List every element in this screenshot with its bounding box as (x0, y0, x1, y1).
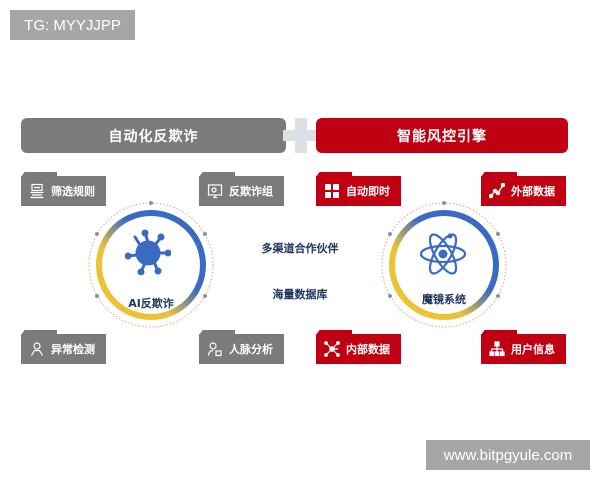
circle-label: AI反欺诈 (128, 297, 174, 310)
rules-icon (29, 183, 45, 199)
plus-icon (283, 118, 319, 153)
puzzle-icon (324, 183, 340, 199)
circle-label: 魔镜系统 (422, 293, 466, 306)
tag-label: 外部数据 (511, 185, 555, 198)
tag-label: 反欺诈组 (229, 185, 273, 198)
center-text-partners: 多渠道合作伙伴 (261, 242, 339, 255)
tag-label: 人脉分析 (229, 343, 273, 356)
tag-label: 内部数据 (346, 343, 390, 356)
tag-anti-fraud-group: 反欺诈组 (199, 176, 284, 206)
tag-user-info: 用户信息 (481, 334, 566, 364)
tag-filter-rules: 筛选规则 (21, 176, 106, 206)
center-text-database: 海量数据库 (272, 288, 328, 301)
virus-network-icon (125, 229, 171, 275)
magic-mirror-circle: 魔镜系统 (378, 199, 510, 331)
tag-auto-realtime: 自动即时 (316, 176, 401, 206)
tag-label: 筛选规则 (51, 185, 95, 198)
org-chart-icon (489, 341, 505, 357)
tag-label: 自动即时 (346, 185, 390, 198)
ai-anti-fraud-circle: AI反欺诈 (85, 199, 217, 331)
tag-anomaly-detection: 异常检测 (21, 334, 106, 364)
person-lock-icon (207, 341, 223, 357)
tag-internal-data: 内部数据 (316, 334, 401, 364)
tag-network-analysis: 人脉分析 (199, 334, 284, 364)
person-detect-icon (29, 341, 45, 357)
monitor-icon (207, 183, 223, 199)
watermark-top: TG: MYYJJPP (10, 10, 135, 40)
tag-label: 用户信息 (511, 343, 555, 356)
tag-label: 异常检测 (51, 343, 95, 356)
line-chart-icon (489, 183, 505, 199)
watermark-bottom: www.bitpgyule.com (426, 440, 590, 470)
atom-icon (419, 233, 467, 275)
header-auto-anti-fraud: 自动化反欺诈 (21, 118, 286, 153)
tag-external-data: 外部数据 (481, 176, 566, 206)
network-node-icon (324, 341, 340, 357)
header-risk-engine: 智能风控引擎 (316, 118, 568, 153)
